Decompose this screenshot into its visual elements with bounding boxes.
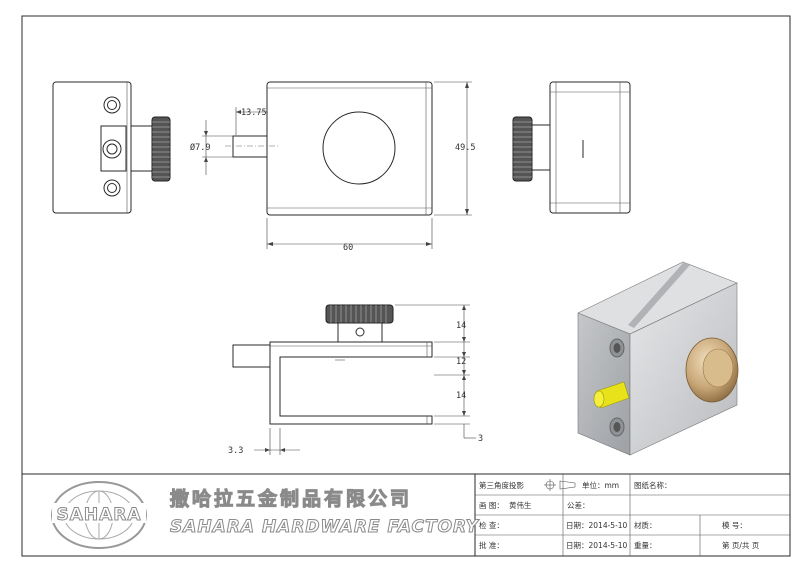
drawn-by-label: 画 图： (479, 501, 504, 510)
date2-label: 日期：2014-5-10 (566, 541, 628, 550)
model-label: 模 号： (722, 520, 747, 530)
isometric-view (577, 261, 739, 456)
dim-upper-gap: 12 (456, 357, 466, 367)
dim-pin-offset: 3.3 (228, 446, 243, 456)
tolerance-label: 公差： (567, 500, 590, 510)
left-side-view (52, 81, 171, 214)
dim-height: 49.5 (455, 143, 475, 153)
front-view-dimensions: 13.75 Ø7.9 49.5 60 (190, 81, 475, 253)
weight-label: 重量： (634, 541, 657, 550)
drawn-by-value: 黄伟生 (509, 500, 532, 510)
approved-label: 批 准： (479, 540, 504, 550)
pages-label: 第 页/共 页 (722, 540, 760, 550)
dim-knob-height: 14 (456, 321, 466, 331)
projection-label: 第三角度投影 (479, 480, 524, 490)
company-name-en: SAHARA HARDWARE FACTORY (170, 517, 480, 537)
drawing-name-label: 图纸名称： (634, 480, 672, 490)
material-label: 材质： (634, 520, 657, 530)
unit-label: 单位：mm (582, 480, 619, 490)
date1-label: 日期：2014-5-10 (566, 521, 628, 530)
logo-text: SAHARA (56, 505, 141, 525)
dim-shaft-length: 13.75 (241, 108, 267, 118)
right-side-view (512, 81, 631, 214)
title-block (22, 473, 790, 556)
drawing-border (21, 15, 791, 557)
top-view (232, 304, 433, 425)
dim-shaft-diameter: Ø7.9 (190, 142, 210, 153)
dim-wall-thickness: 3 (478, 434, 483, 444)
dim-lower-gap: 14 (456, 391, 466, 401)
company-name-cn: 撒哈拉五金制品有限公司 (170, 487, 412, 510)
top-view-dimensions: 14 12 14 3 3.3 (228, 304, 483, 456)
checked-label: 检 查： (479, 520, 504, 530)
company-logo: SAHARA (51, 481, 147, 549)
front-view (225, 81, 433, 216)
dim-width: 60 (343, 243, 353, 253)
